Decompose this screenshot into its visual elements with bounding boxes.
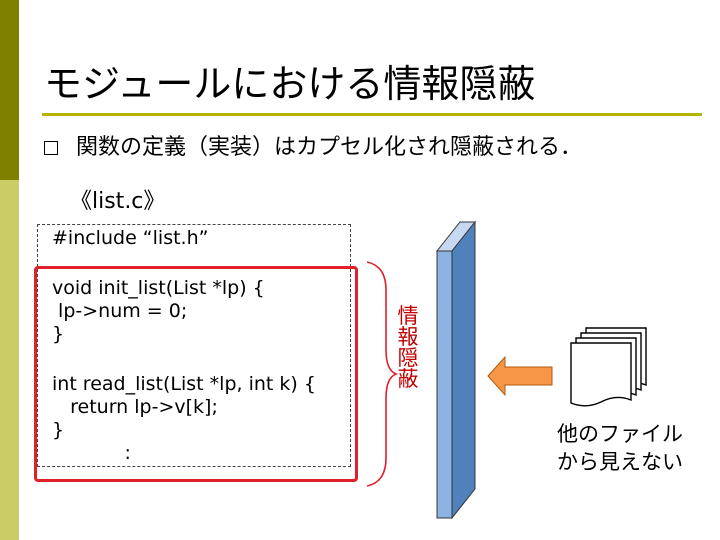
- file-label: 《list.c》: [70, 189, 166, 214]
- documents-icon: [570, 327, 647, 407]
- source-file-box: [37, 224, 351, 467]
- code-block-read-list: int read_list(List *lp, int k) { return …: [52, 373, 316, 464]
- brace-icon: [366, 261, 399, 487]
- implementation-highlight: [34, 266, 358, 482]
- information-hiding-label: 情報隠蔽: [397, 304, 419, 391]
- bullet-square-icon: [44, 141, 58, 155]
- left-stripe-dark: [0, 0, 19, 180]
- slide-title: モジュールにおける情報隠蔽: [44, 62, 536, 106]
- code-block-init-list: void init_list(List *lp) { lp->num = 0; …: [52, 277, 265, 345]
- left-stripe-light: [0, 180, 19, 540]
- bullet-text: 関数の定義（実装）はカプセル化され隠蔽される．: [76, 135, 583, 160]
- arrow-left-icon: [487, 355, 553, 397]
- not-visible-label: 他のファイル から見えない: [545, 420, 695, 476]
- title-underline: [42, 113, 702, 116]
- include-line: #include “list.h”: [52, 227, 209, 249]
- wall-icon: [435, 220, 477, 520]
- not-visible-text: 他のファイル から見えない: [557, 422, 683, 474]
